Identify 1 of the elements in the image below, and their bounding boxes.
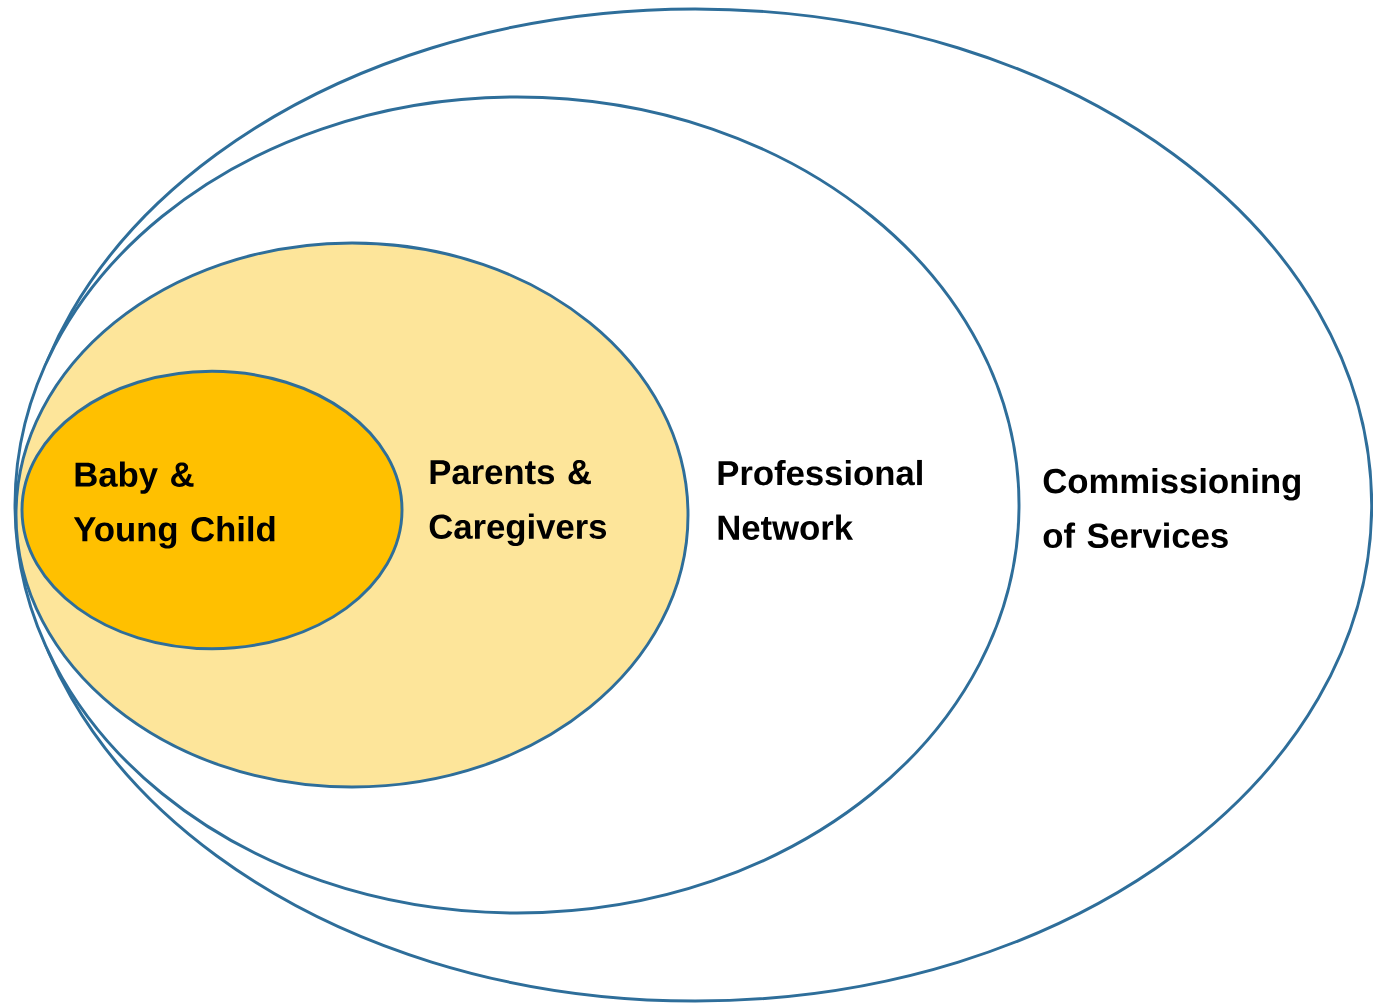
ellipse-region: Baby & Young Child: [20, 369, 404, 651]
